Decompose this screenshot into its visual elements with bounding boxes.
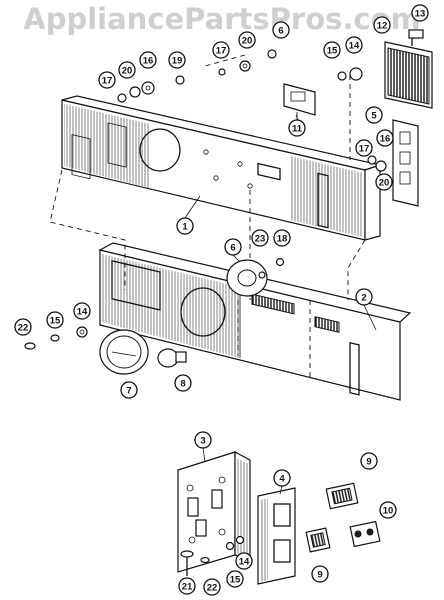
svg-text:9: 9	[366, 457, 371, 468]
callout-c1: 1	[176, 217, 194, 235]
callout-c10: 10	[379, 501, 397, 519]
callout-c2: 2	[355, 288, 373, 306]
callout-c5: 5	[365, 106, 383, 124]
svg-text:15: 15	[50, 316, 61, 327]
svg-text:10: 10	[383, 506, 394, 517]
svg-text:15: 15	[327, 46, 338, 57]
push-buttons	[305, 482, 381, 553]
callout-c8: 8	[174, 374, 192, 392]
svg-text:5: 5	[371, 111, 377, 122]
svg-text:21: 21	[182, 582, 193, 593]
bottom-screw	[180, 550, 210, 576]
svg-text:14: 14	[239, 557, 250, 568]
svg-text:16: 16	[143, 56, 154, 67]
svg-text:17: 17	[359, 144, 370, 155]
callout-c17c: 17	[355, 139, 373, 157]
callout-c20c: 20	[375, 173, 393, 191]
callout-c16b: 16	[376, 129, 394, 147]
callout-c20b: 20	[118, 61, 136, 79]
callout-c9b: 9	[311, 565, 329, 583]
svg-text:7: 7	[126, 386, 131, 397]
svg-text:20: 20	[242, 36, 253, 47]
svg-text:8: 8	[180, 379, 185, 390]
svg-text:23: 23	[255, 234, 266, 245]
hardware-small	[117, 49, 387, 172]
svg-text:20: 20	[122, 66, 133, 77]
callout-c17a: 17	[212, 41, 230, 59]
callout-c4: 4	[273, 469, 291, 487]
svg-text:1: 1	[182, 222, 188, 233]
callout-c20a: 20	[238, 31, 256, 49]
callout-c6a: 6	[272, 21, 290, 39]
callout-c14c: 14	[235, 552, 253, 570]
svg-text:12: 12	[377, 21, 388, 32]
callout-c17b: 17	[98, 71, 116, 89]
svg-text:14: 14	[349, 41, 360, 52]
svg-text:9: 9	[317, 570, 322, 581]
callout-c6b: 6	[224, 238, 242, 256]
callout-c22a: 22	[14, 318, 32, 336]
callout-c15a: 15	[323, 41, 341, 59]
svg-text:4: 4	[279, 474, 285, 485]
callout-c11: 11	[288, 119, 306, 137]
control-panel-bracket	[61, 95, 383, 241]
callout-c16a: 16	[139, 51, 157, 69]
callout-c15c: 15	[226, 570, 244, 588]
callout-c23: 23	[251, 229, 269, 247]
svg-text:6: 6	[230, 243, 235, 254]
svg-text:22: 22	[18, 323, 29, 334]
svg-text:15: 15	[230, 575, 241, 586]
switch-frame	[257, 487, 296, 585]
callout-c14a: 14	[345, 36, 363, 54]
callout-c15b: 15	[46, 311, 64, 329]
callout-c3: 3	[194, 431, 212, 449]
callout-c19: 19	[168, 51, 186, 69]
svg-text:17: 17	[102, 76, 113, 87]
svg-text:18: 18	[277, 234, 288, 245]
svg-text:22: 22	[207, 583, 218, 594]
callout-c7: 7	[120, 381, 138, 399]
svg-text:2: 2	[361, 293, 366, 304]
svg-text:14: 14	[77, 307, 88, 318]
callout-c9a: 9	[360, 452, 378, 470]
svg-text:16: 16	[380, 134, 391, 145]
svg-text:13: 13	[415, 9, 426, 20]
mounting-bracket	[283, 83, 316, 121]
timer-motor	[226, 257, 285, 297]
callout-c18: 18	[273, 229, 291, 247]
leader-lines	[184, 112, 377, 495]
watermark: AppliancePartsPros.com	[23, 2, 421, 36]
knob-and-hardware-left	[24, 326, 187, 375]
terminal-block	[392, 119, 419, 207]
svg-text:17: 17	[216, 46, 227, 57]
svg-text:6: 6	[278, 26, 283, 37]
svg-text:20: 20	[379, 178, 390, 189]
svg-text:3: 3	[200, 436, 205, 447]
callout-c14b: 14	[73, 302, 91, 320]
callout-c12: 12	[373, 16, 391, 34]
svg-text:19: 19	[172, 56, 183, 67]
callout-c22b: 22	[203, 578, 221, 596]
heat-sink	[384, 41, 433, 109]
callout-c13: 13	[411, 4, 429, 22]
callout-c21: 21	[178, 577, 196, 595]
screw	[408, 29, 424, 46]
svg-text:11: 11	[292, 124, 303, 135]
